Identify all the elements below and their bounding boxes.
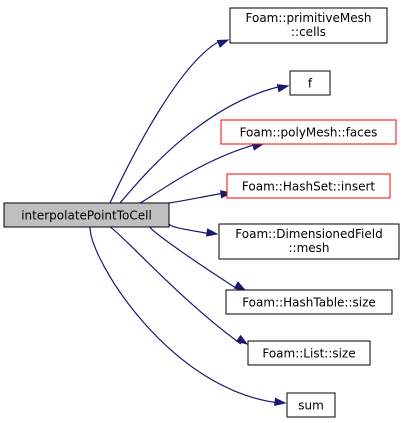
callee-node-foam-list-size[interactable]: Foam::List::size bbox=[247, 340, 371, 366]
call-edge-foam-list-size bbox=[109, 226, 242, 345]
callee-node-label: f bbox=[308, 77, 313, 91]
callee-node-label: ::mesh bbox=[288, 241, 329, 255]
callee-node-foam-polymesh-faces[interactable]: Foam::polyMesh::faces bbox=[220, 119, 397, 145]
callee-node-label: Foam::HashSet::insert bbox=[242, 180, 375, 194]
callee-node-box bbox=[247, 340, 371, 366]
callee-node-box bbox=[289, 70, 331, 96]
callee-node-box bbox=[229, 7, 388, 44]
call-edge-foam-hashset-insert bbox=[159, 192, 226, 205]
call-edge-arrowhead bbox=[274, 397, 287, 406]
root-node-box bbox=[3, 202, 170, 228]
callee-node-label: Foam::polyMesh::faces bbox=[240, 126, 378, 140]
callee-node-box bbox=[226, 173, 391, 199]
callee-node-box bbox=[286, 392, 336, 418]
root-node[interactable]: interpolatePointToCell bbox=[3, 202, 170, 228]
call-edge-arrowhead bbox=[205, 228, 219, 237]
callee-node-label: ::cells bbox=[291, 25, 326, 39]
call-edge-f bbox=[119, 85, 283, 204]
callee-node-box bbox=[225, 289, 393, 315]
root-node-label: interpolatePointToCell bbox=[21, 209, 152, 223]
callee-node-f[interactable]: f bbox=[289, 70, 331, 96]
call-edge-arrowhead bbox=[276, 84, 290, 93]
call-edge-foam-primitivemesh-cells bbox=[109, 39, 223, 204]
callee-node-label: Foam::HashTable::size bbox=[242, 296, 376, 310]
callee-node-label: sum bbox=[298, 399, 324, 413]
callee-node-foam-hashset-insert[interactable]: Foam::HashSet::insert bbox=[226, 173, 391, 199]
callee-nodes: Foam::primitiveMesh::cellsfFoam::polyMes… bbox=[218, 7, 400, 418]
call-edge-sum bbox=[89, 226, 280, 404]
callee-node-label: Foam::DimensionedField bbox=[235, 227, 382, 241]
call-edge-arrowhead bbox=[233, 281, 247, 291]
callee-node-foam-dimensionedfield-mesh[interactable]: Foam::DimensionedField::mesh bbox=[218, 223, 400, 260]
callee-node-sum[interactable]: sum bbox=[286, 392, 336, 418]
callee-node-label: Foam::primitiveMesh bbox=[246, 11, 372, 25]
call-edge-arrowhead bbox=[216, 39, 230, 48]
callee-node-label: Foam::List::size bbox=[262, 347, 355, 361]
callee-node-box bbox=[220, 119, 397, 145]
call-edge-arrowhead bbox=[235, 334, 249, 345]
callee-node-foam-primitivemesh-cells[interactable]: Foam::primitiveMesh::cells bbox=[229, 7, 388, 44]
call-edge-foam-dimensionedfield-mesh bbox=[168, 223, 212, 235]
callee-node-box bbox=[218, 223, 400, 260]
call-edge-foam-polymesh-faces bbox=[139, 143, 258, 204]
callee-node-foam-hashtable-size[interactable]: Foam::HashTable::size bbox=[225, 289, 393, 315]
call-edge-foam-hashtable-size bbox=[149, 226, 240, 291]
